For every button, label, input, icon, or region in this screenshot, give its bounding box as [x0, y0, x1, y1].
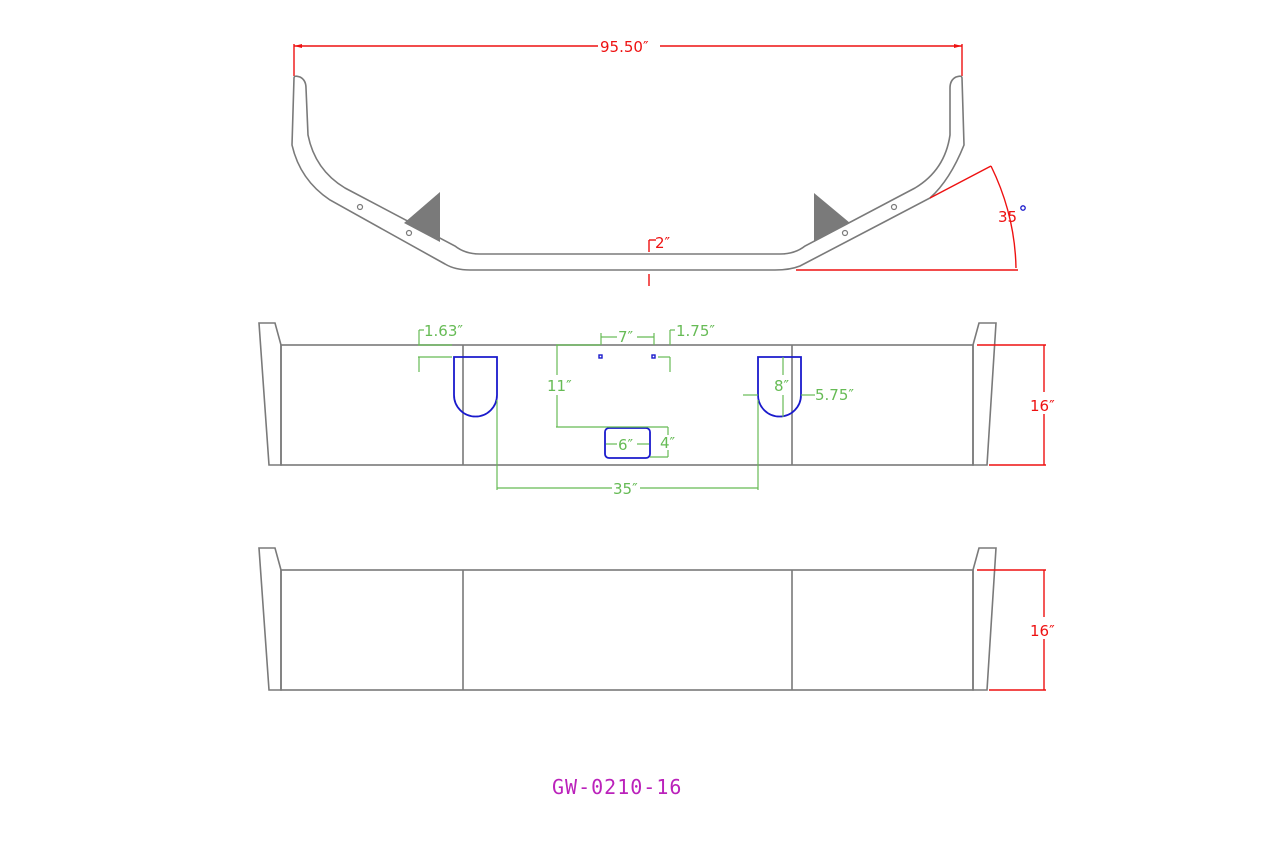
plate-height-offset-dimension: 11″: [547, 344, 668, 428]
angle-dimension: 35: [796, 165, 1026, 271]
bolt-spacing-dimension: 7″: [600, 328, 655, 346]
slot-size-dimension: 8″ 5.75″: [743, 357, 854, 417]
mounting-hole: [890, 203, 898, 211]
bolt-spacing-label: 7″: [618, 328, 634, 346]
part-number-label: GW-0210-16: [552, 775, 682, 799]
thickness-dimension: 2″: [648, 234, 671, 286]
plate-offset-label: 11″: [547, 377, 572, 395]
rear-height-dimension: 16″: [977, 569, 1055, 691]
right-end-cap: [972, 322, 997, 466]
license-plate-cutout: [604, 427, 651, 459]
right-tow-slot: [757, 356, 802, 418]
slot-spacing-label: 35″: [613, 480, 638, 498]
right-end-cap: [972, 547, 997, 691]
plate-height-label: 4″: [660, 434, 676, 452]
mounting-hole: [841, 229, 849, 237]
plate-size-dimension: 6″ 4″: [606, 427, 676, 458]
rear-view: 16″: [258, 547, 1055, 691]
overall-width-dimension: 95.50″: [293, 38, 963, 76]
plate-width-label: 6″: [618, 436, 634, 454]
slot-offset-dimension: 1.63″: [418, 322, 463, 372]
bolt-offset-label: 1.75″: [676, 322, 715, 340]
front-height-label: 16″: [1030, 397, 1055, 415]
bolt-hole: [598, 354, 603, 359]
overall-width-label: 95.50″: [600, 38, 649, 56]
right-gusset: [814, 193, 850, 242]
slot-spacing-dimension: 35″: [496, 400, 759, 498]
bumper-outer-edge: [291, 75, 965, 271]
rear-face: [280, 569, 974, 691]
front-height-dimension: 16″: [977, 344, 1055, 466]
left-end-cap: [258, 322, 282, 466]
front-view: 1.63″ 7″ 1.75″ 11″: [258, 322, 1055, 498]
slot-offset-label: 1.63″: [424, 322, 463, 340]
left-gusset: [404, 192, 440, 242]
bolt-offset-dimension: 1.75″: [658, 322, 715, 372]
mounting-hole: [405, 229, 413, 237]
mounting-hole: [356, 203, 364, 211]
left-end-cap: [258, 547, 282, 691]
front-face: [280, 344, 974, 466]
bolt-hole: [651, 354, 656, 359]
angle-label: 35: [998, 208, 1017, 226]
degree-icon: [1020, 205, 1026, 211]
rear-height-label: 16″: [1030, 622, 1055, 640]
left-tow-slot: [453, 356, 498, 418]
top-view: 95.50″ 2″ 35: [291, 38, 1026, 286]
slot-height-label: 8″: [774, 377, 790, 395]
slot-width-label: 5.75″: [815, 386, 854, 404]
thickness-label: 2″: [655, 234, 671, 252]
